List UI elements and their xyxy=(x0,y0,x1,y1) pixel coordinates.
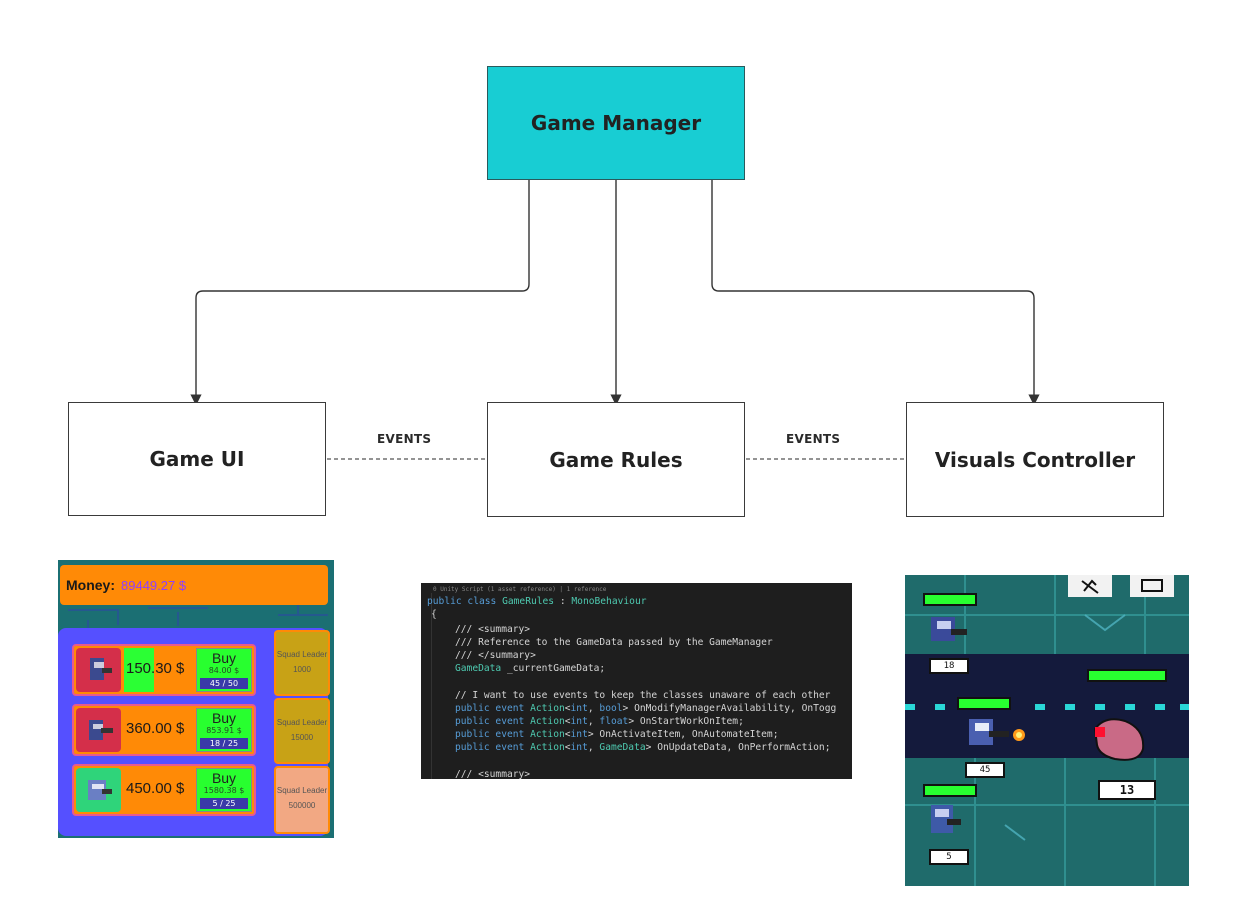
code-line: // I want to use events to keep the clas… xyxy=(455,690,831,701)
code-line: public event Action<int, float> OnStartW… xyxy=(455,716,744,727)
node-label: Game Rules xyxy=(549,447,683,472)
game-ui-screenshot: Money: 89449.27 $ 150.30 $ Buy 84.00 $ 4… xyxy=(58,560,334,838)
health-bar xyxy=(923,593,977,606)
code-editor-screenshot: 0 Unity Script (1 asset reference) | 1 r… xyxy=(421,583,852,779)
buy-label: Buy xyxy=(211,650,237,666)
buy-quantity: 45 / 50 xyxy=(200,678,248,689)
shop-row: 360.00 $ Buy 853.91 $ 18 / 25 xyxy=(72,704,256,756)
soldier-icon xyxy=(76,768,121,812)
soldier-icon xyxy=(76,708,121,752)
enemy-count: 13 xyxy=(1098,780,1156,800)
buy-button[interactable]: Buy 1580.38 $ 5 / 25 xyxy=(196,768,252,812)
leader-name: Squad Leader xyxy=(276,718,328,727)
node-visuals-controller: Visuals Controller xyxy=(906,402,1164,517)
code-line: /// <summary> xyxy=(455,769,531,779)
buy-button[interactable]: Buy 853.91 $ 18 / 25 xyxy=(196,708,252,752)
buy-cost: 853.91 $ xyxy=(206,726,242,735)
code-line: /// </summary> xyxy=(455,650,536,661)
unit-count: 18 xyxy=(929,658,969,674)
unit-count: 5 xyxy=(929,849,969,865)
tile-background xyxy=(905,575,1189,886)
buy-label: Buy xyxy=(211,770,237,786)
leader-name: Squad Leader xyxy=(276,786,328,795)
leader-value: 500000 xyxy=(288,801,316,810)
row-price: 150.30 $ xyxy=(126,660,185,677)
progress-fill xyxy=(124,648,154,692)
buy-button[interactable]: Buy 84.00 $ 45 / 50 xyxy=(196,648,252,692)
buy-quantity: 18 / 25 xyxy=(200,738,248,749)
node-label: Game UI xyxy=(149,447,245,471)
tile-background xyxy=(68,570,328,628)
unit-count: 45 xyxy=(965,762,1005,778)
code-line: public event Action<int, GameData> OnUpd… xyxy=(455,742,831,753)
code-line: { xyxy=(431,609,437,620)
code-line: GameData _currentGameData; xyxy=(455,662,605,675)
editor-gutter xyxy=(421,593,432,779)
node-game-ui: Game UI xyxy=(68,402,326,516)
edge-label-events-left: EVENTS xyxy=(377,432,432,446)
leader-value: 1000 xyxy=(293,665,311,674)
code-token: public class xyxy=(427,596,503,607)
window-button[interactable] xyxy=(1130,575,1174,597)
code-token: : xyxy=(554,596,572,607)
buy-quantity: 5 / 25 xyxy=(200,798,248,809)
window-icon xyxy=(1141,579,1163,592)
code-token: GameData xyxy=(455,663,502,674)
health-bar xyxy=(923,784,977,797)
shop-row: 150.30 $ Buy 84.00 $ 45 / 50 xyxy=(72,644,256,696)
node-label: Visuals Controller xyxy=(934,447,1136,472)
edge-label-events-right: EVENTS xyxy=(786,432,841,446)
health-bar xyxy=(957,697,1011,710)
code-token: MonoBehaviour xyxy=(571,596,647,607)
node-game-manager: Game Manager xyxy=(487,66,745,180)
soldier-sprite xyxy=(969,719,1025,745)
arrow-manager-to-visuals xyxy=(711,180,1040,406)
buy-cost: 84.00 $ xyxy=(208,666,240,675)
row-price: 450.00 $ xyxy=(126,780,185,797)
arrow-manager-to-ui xyxy=(190,180,530,406)
row-price: 360.00 $ xyxy=(126,720,185,737)
code-token: _currentGameData; xyxy=(501,663,606,674)
codelens-hint: 0 Unity Script (1 asset reference) | 1 r… xyxy=(433,586,607,593)
soldier-icon xyxy=(76,648,121,692)
buy-cost: 1580.38 $ xyxy=(203,786,245,795)
code-line: public event Action<int> OnActivateItem,… xyxy=(455,729,779,740)
code-token: OnActivateItem, OnAutomateItem; xyxy=(599,729,779,740)
money-label: Money: xyxy=(66,577,115,593)
node-game-rules: Game Rules xyxy=(487,402,745,517)
mute-music-icon xyxy=(1081,579,1099,594)
enemy-health-bar xyxy=(1087,669,1167,682)
enemy-blob-sprite xyxy=(1093,718,1145,761)
node-label: Game Manager xyxy=(530,111,702,135)
squad-leader-card[interactable]: Squad Leader 500000 xyxy=(274,766,330,834)
squad-leader-card[interactable]: Squad Leader 15000 xyxy=(274,698,330,764)
code-token: OnStartWorkOnItem; xyxy=(639,716,744,727)
code-line: /// <summary> xyxy=(455,624,531,635)
squad-leader-card[interactable]: Squad Leader 1000 xyxy=(274,630,330,696)
mute-music-button[interactable] xyxy=(1068,575,1112,597)
money-value: 89449.27 $ xyxy=(121,577,187,593)
code-token: OnModifyManagerAvailability, OnTogg xyxy=(634,703,837,714)
buy-label: Buy xyxy=(211,710,237,726)
soldier-sprite xyxy=(931,617,967,641)
soldier-sprite xyxy=(931,805,961,833)
code-line: public event Action<int, bool> OnModifyM… xyxy=(455,703,837,714)
leader-value: 15000 xyxy=(290,733,314,742)
code-token: OnUpdateData, OnPerformAction; xyxy=(657,742,831,753)
code-line: /// Reference to the GameData passed by … xyxy=(455,637,773,648)
money-bar: Money: 89449.27 $ xyxy=(60,565,328,605)
shop-row: 450.00 $ Buy 1580.38 $ 5 / 25 xyxy=(72,764,256,816)
code-line: public class GameRules : MonoBehaviour xyxy=(427,595,647,608)
leader-name: Squad Leader xyxy=(276,650,328,659)
visuals-screenshot: 18 45 5 13 xyxy=(905,575,1189,886)
code-token: GameRules xyxy=(502,596,555,607)
